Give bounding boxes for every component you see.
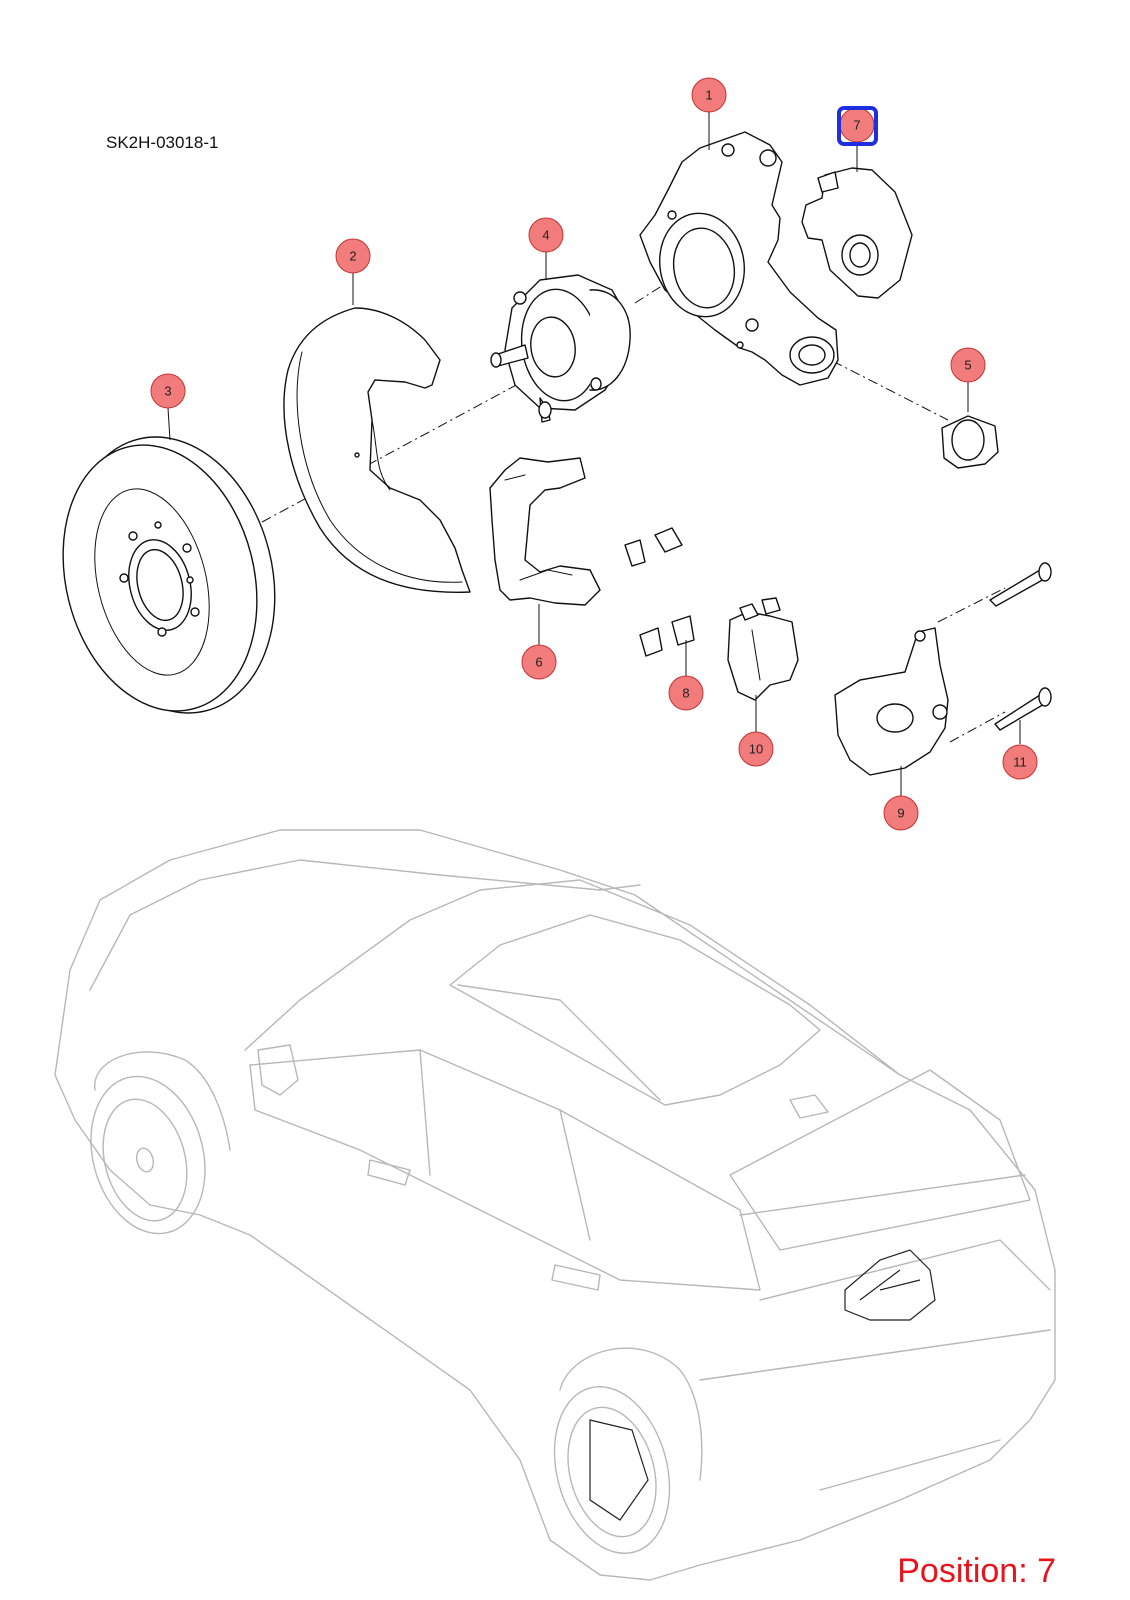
callout-number: 11 <box>1013 755 1027 770</box>
callout-number: 6 <box>535 655 542 670</box>
brake-dust-shield <box>283 307 471 593</box>
parking-brake-actuator <box>801 167 913 299</box>
callout-11[interactable]: 11 <box>1002 744 1038 780</box>
callout-1[interactable]: 1 <box>691 77 727 113</box>
callout-circle[interactable] <box>521 644 557 680</box>
callout-10[interactable]: 10 <box>738 731 774 767</box>
callout-3[interactable]: 3 <box>150 373 186 409</box>
callout-circle[interactable] <box>950 347 986 383</box>
callout-2[interactable]: 2 <box>335 238 371 274</box>
brake-pads <box>727 597 799 701</box>
callout-number: 3 <box>164 384 171 399</box>
vehicle-outline <box>54 829 1056 1581</box>
callout-8[interactable]: 8 <box>668 675 704 711</box>
brake-disc <box>62 436 276 714</box>
callout-7[interactable]: 7 <box>839 107 875 143</box>
callout-number: 4 <box>542 228 549 243</box>
caliper-bolts <box>989 562 1052 731</box>
callout-number: 10 <box>749 742 763 757</box>
callout-number: 2 <box>349 249 356 264</box>
position-label: Position: 7 <box>897 1552 1056 1590</box>
callout-number: 1 <box>705 88 712 103</box>
callout-number: 7 <box>853 118 860 133</box>
callout-number: 8 <box>682 686 689 701</box>
bushing <box>941 415 999 469</box>
callout-leader-lines <box>167 112 1021 796</box>
callout-circle[interactable] <box>883 795 919 831</box>
callout-number: 9 <box>897 806 904 821</box>
callout-circle[interactable] <box>150 373 186 409</box>
callout-circle[interactable] <box>528 217 564 253</box>
pad-clips <box>624 527 695 657</box>
diagram-reference-code: SK2H-03018-1 <box>106 133 218 152</box>
selected-callout-highlight <box>837 106 878 146</box>
callout-9[interactable]: 9 <box>883 795 919 831</box>
caliper-carrier <box>489 457 601 606</box>
callout-circle[interactable] <box>691 77 727 113</box>
wheel-hub-bearing <box>490 274 631 423</box>
callout-number: 5 <box>964 358 971 373</box>
callout-circle[interactable] <box>668 675 704 711</box>
callout-circle[interactable] <box>738 731 774 767</box>
callout-circle[interactable] <box>335 238 371 274</box>
callout-circle[interactable] <box>1002 744 1038 780</box>
callout-5[interactable]: 5 <box>950 347 986 383</box>
callout-4[interactable]: 4 <box>528 217 564 253</box>
steering-knuckle <box>639 131 839 386</box>
brake-caliper <box>834 627 949 776</box>
callout-markers: 1 2 3 4 5 6 7 8 9 10 11 <box>150 77 1038 831</box>
callout-6[interactable]: 6 <box>521 644 557 680</box>
